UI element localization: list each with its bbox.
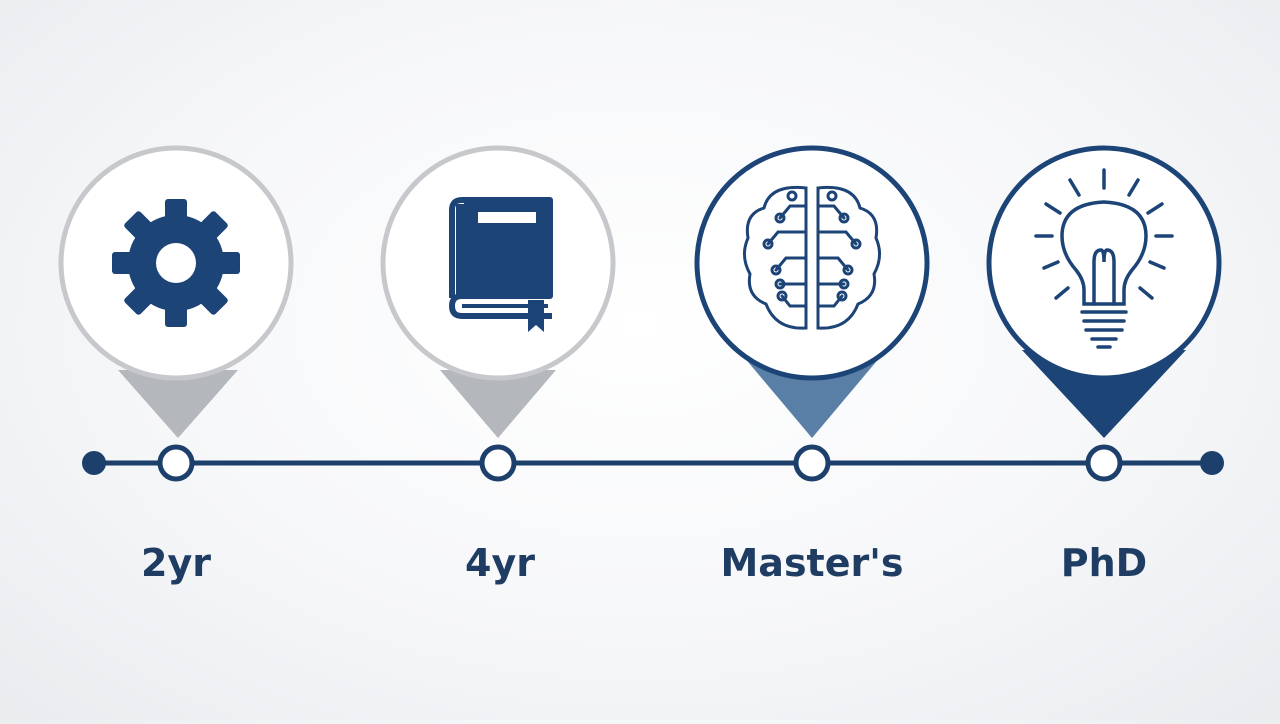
brain-circuit-icon <box>743 185 881 330</box>
stage-label-4yr: 4yr <box>465 541 535 585</box>
pin-pointer <box>118 370 238 438</box>
stage-label-masters: Master's <box>720 541 904 585</box>
lightbulb-icon <box>1034 168 1174 349</box>
timeline-end-dot <box>1200 451 1224 475</box>
stage-label-2yr: 2yr <box>141 541 211 585</box>
pin-circle <box>694 145 930 381</box>
timeline-marker <box>157 444 195 482</box>
timeline-start-dot <box>82 451 106 475</box>
timeline-marker <box>1085 444 1123 482</box>
stage-pin-4yr <box>380 145 616 482</box>
book-icon <box>449 197 553 332</box>
timeline-marker <box>793 444 831 482</box>
stage-pin-2yr <box>58 145 294 482</box>
stage-label-phd: PhD <box>1060 541 1148 585</box>
stage-pin-masters <box>694 145 930 482</box>
stage-pin-phd <box>986 145 1222 482</box>
pin-pointer <box>440 370 556 438</box>
timeline-marker <box>479 444 517 482</box>
gear-icon <box>112 199 240 327</box>
